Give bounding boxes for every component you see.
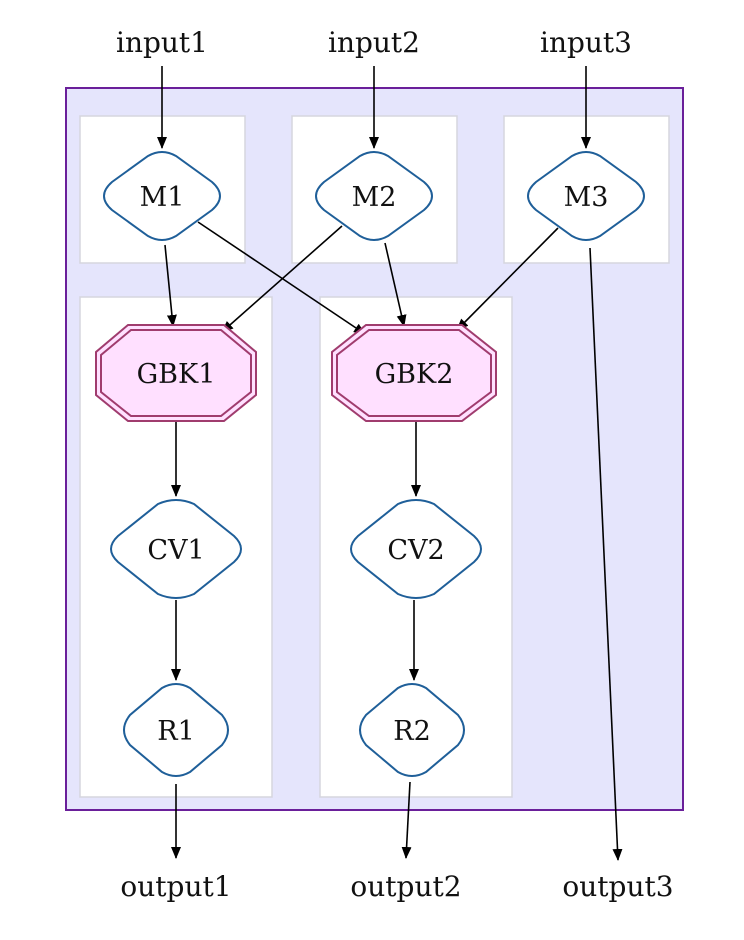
node-label: M2 xyxy=(352,182,397,213)
node-label: CV2 xyxy=(387,535,444,566)
edge-m3-gbk2 xyxy=(456,227,559,331)
node-label: CV1 xyxy=(147,535,204,566)
node-label: M1 xyxy=(140,182,185,213)
node-gbk1: GBK1 xyxy=(95,324,257,422)
input1-label: input1 xyxy=(116,26,208,59)
node-label: M3 xyxy=(564,182,609,213)
edge-m1-gbk2 xyxy=(197,221,366,335)
edge-m3-output3 xyxy=(589,247,623,861)
edges xyxy=(157,66,623,861)
output1-label: output1 xyxy=(120,870,231,903)
input2-label: input2 xyxy=(328,26,420,59)
node-label: R1 xyxy=(157,716,195,747)
node-m3: M3 xyxy=(527,151,645,241)
node-m2: M2 xyxy=(315,151,433,241)
node-m1: M1 xyxy=(103,151,221,241)
edge-m2-gbk1 xyxy=(221,225,343,333)
output3-label: output3 xyxy=(562,870,673,903)
output2-label: output2 xyxy=(350,870,461,903)
node-cv2: CV2 xyxy=(350,499,482,599)
node-cv1: CV1 xyxy=(110,499,242,599)
node-r2: R2 xyxy=(359,683,465,777)
node-r1: R1 xyxy=(123,683,229,777)
node-label: GBK1 xyxy=(137,359,216,390)
node-label: R2 xyxy=(393,716,431,747)
edge-r2-output2 xyxy=(401,781,412,859)
input3-label: input3 xyxy=(540,26,632,59)
node-label: GBK2 xyxy=(375,359,454,390)
node-gbk2: GBK2 xyxy=(331,324,497,422)
edge-m2-gbk2 xyxy=(384,242,407,327)
edge-m1-gbk1 xyxy=(164,244,177,327)
